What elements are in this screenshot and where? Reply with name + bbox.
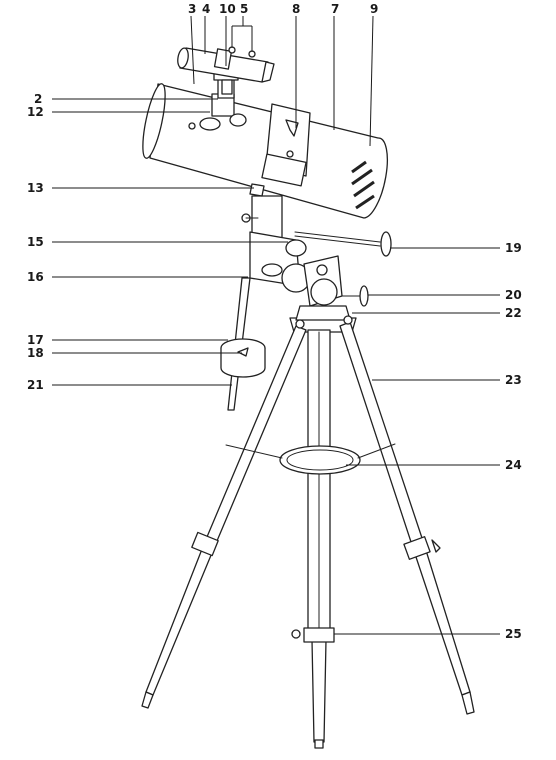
clamp-screw-right[interactable] [431,539,441,553]
optical-tube [142,46,388,219]
label-7: 7 [331,2,339,16]
azimuth-screw-right[interactable] [343,315,353,325]
tube-ring-clamp[interactable] [285,119,299,137]
slow-motion-knob-dec[interactable] [380,231,392,257]
latitude-screw[interactable] [316,264,328,276]
label-22: 22 [505,306,522,320]
label-21: 21 [27,378,44,392]
azimuth-screw-left[interactable] [295,319,305,329]
polar-axis-knob [310,278,338,306]
saddle-plate [261,153,307,187]
label-12: 12 [27,105,44,119]
label-5: 5 [240,2,248,16]
label-2: 2 [34,92,42,106]
focus-knob-left[interactable] [199,117,221,131]
slow-motion-cable-dec [294,231,381,243]
label-3: 3 [188,2,196,16]
label-17: 17 [27,333,44,347]
label-13: 13 [27,181,44,195]
dec-setting-circle [285,239,307,257]
part-labels: 3 4 10 5 8 7 9 2 12 13 15 16 17 18 21 19… [27,2,522,641]
tube-front-opening [142,83,166,159]
counterweight-body [220,347,266,378]
focus-knob-right[interactable] [229,113,247,127]
primary-mirror-cell [351,160,375,210]
leg-foot-right [461,691,475,715]
counterweight-assembly [220,277,266,411]
label-16: 16 [27,270,44,284]
label-15: 15 [27,235,44,249]
accessory-tray [279,445,361,475]
finder-eyepiece [261,61,275,83]
tripod-leg-right-lower [412,543,471,696]
finder-objective [177,47,189,69]
dec-lock[interactable] [261,263,283,277]
label-18: 18 [27,346,44,360]
tripod [141,317,475,749]
equatorial-mount [241,195,392,329]
leg-clamp-center[interactable] [303,627,335,643]
leg-foot-left [141,691,154,709]
tripod-leg-center-lower [311,639,327,743]
tube-mount-knob[interactable] [249,183,265,197]
finder-base [221,79,233,95]
label-8: 8 [292,2,300,16]
tube-screw [188,122,196,130]
label-19: 19 [505,241,522,255]
label-4: 4 [202,2,210,16]
label-10: 10 [219,2,236,16]
tripod-leg-right [339,321,425,549]
mount-base [295,305,351,321]
leg-foot-center [314,739,324,749]
label-25: 25 [505,627,522,641]
tripod-leg-left-lower [145,543,215,696]
label-24: 24 [505,458,522,472]
leg-clamp-right[interactable] [403,536,431,560]
label-9: 9 [370,2,378,16]
finder-bracket [213,48,233,70]
tube-ring-screw[interactable] [286,150,294,158]
label-20: 20 [505,288,522,302]
counterweight-lock-screw[interactable] [237,347,249,357]
tray-braces [225,443,396,459]
slow-motion-knob-ra[interactable] [359,285,369,307]
label-23: 23 [505,373,522,387]
leg-clamp-screw[interactable] [291,629,301,639]
leg-clamp-left[interactable] [191,531,219,557]
